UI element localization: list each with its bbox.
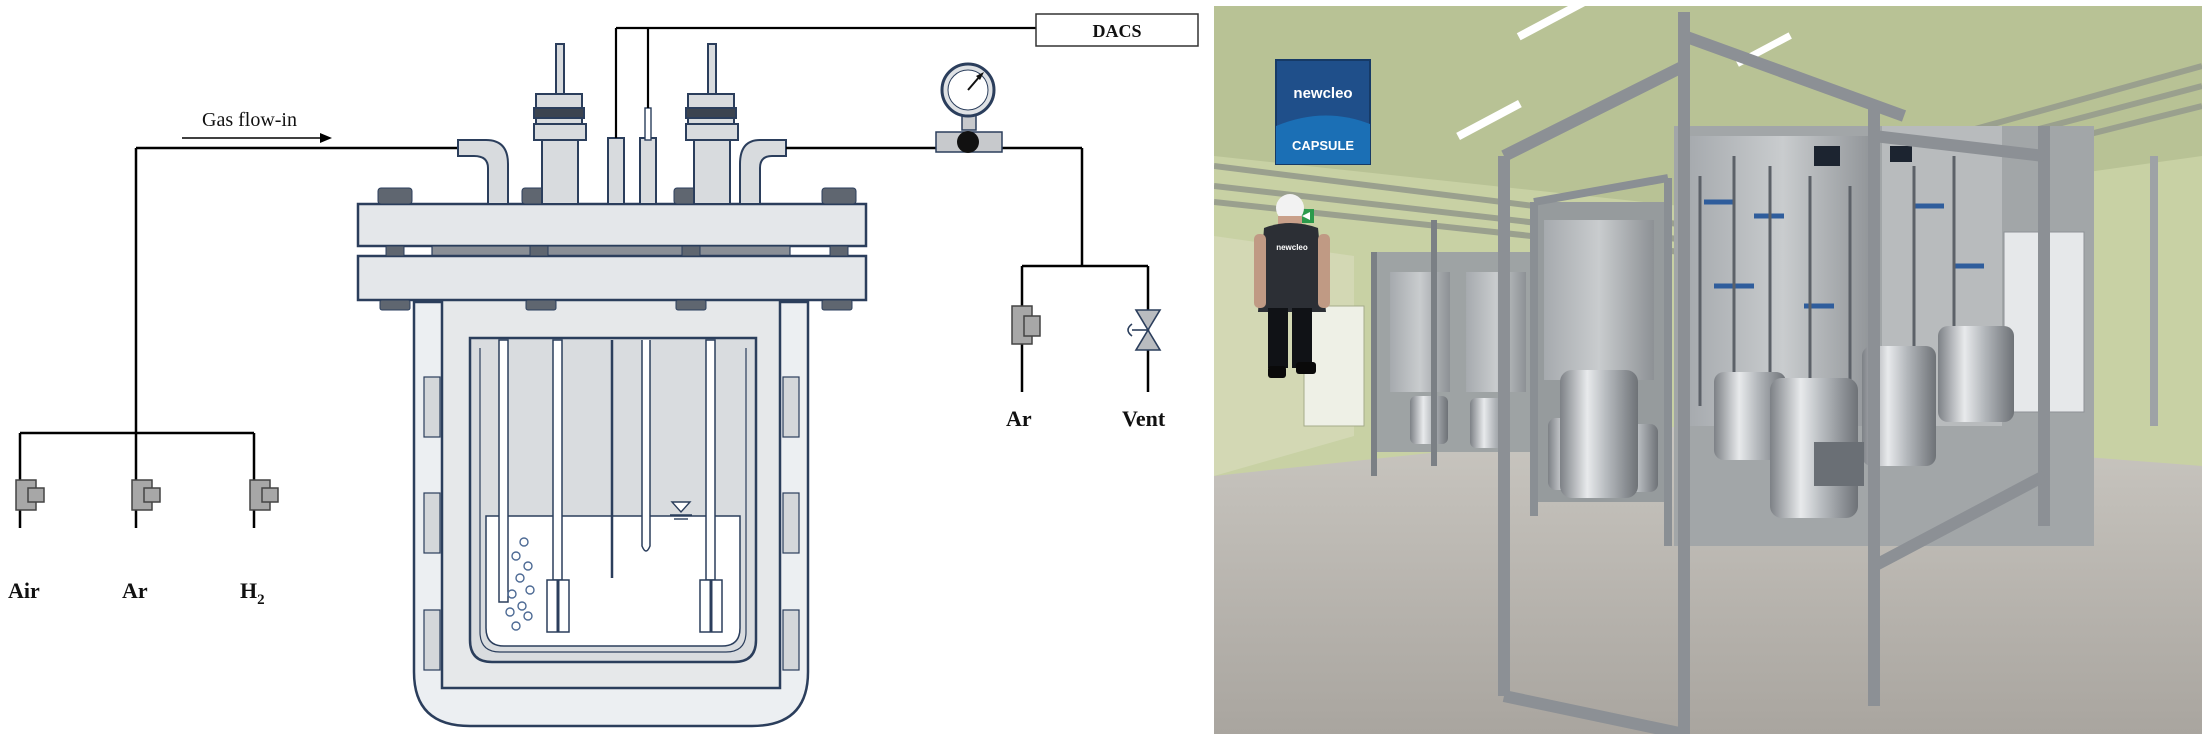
check-valve-icon [1011, 305, 1041, 345]
sampling-port [639, 137, 657, 205]
gas-label-air: Air [8, 578, 40, 603]
reference-electrode [546, 339, 570, 633]
gas-label-argon: Ar [122, 578, 148, 603]
check-valve-icon [15, 479, 45, 511]
dacs-box [1035, 13, 1199, 47]
gas-bubble-icon [505, 537, 535, 631]
shirt-logo: newcleo [1276, 243, 1308, 252]
working-electrode [699, 339, 723, 633]
thermocouple-port [607, 137, 625, 205]
flow-arrow-icon [182, 133, 332, 143]
dacs-label: DACS [1092, 21, 1141, 41]
sign-caption: CAPSULE [1292, 138, 1354, 153]
vessel-flange [356, 202, 868, 302]
gas-sparger-tube [498, 339, 509, 603]
sign-brand: newcleo [1293, 85, 1352, 102]
gas-flow-label: Gas flow-in [202, 109, 297, 131]
electrode-feedthrough [533, 43, 587, 205]
liquid-level-icon [670, 501, 692, 520]
newcleo-capsule-sign: newcleo CAPSULE [1275, 59, 1371, 165]
electrode-feedthrough [685, 43, 739, 205]
sampling-tube [641, 340, 651, 552]
main-test-rig [1498, 12, 2158, 734]
inlet-port-elbow [457, 139, 509, 205]
outlet-label-vent: Vent [1122, 406, 1166, 431]
check-valve-icon [131, 479, 161, 511]
outlet-port-elbow [739, 139, 787, 205]
pressure-gauge-icon [935, 62, 1003, 153]
outlet-label-argon: Ar [1006, 406, 1032, 431]
lab-worker: newcleo [1254, 194, 1330, 378]
dacs-wiring [614, 26, 1036, 138]
gas-label-hydrogen: H2 [240, 578, 265, 608]
check-valve-icon [249, 479, 279, 511]
needle-valve-icon [1127, 309, 1162, 351]
reactor-schematic: Air Ar H2 Gas flow-in [8, 13, 1199, 728]
lab-photo: newcleo CAPSULE [1214, 6, 2202, 734]
